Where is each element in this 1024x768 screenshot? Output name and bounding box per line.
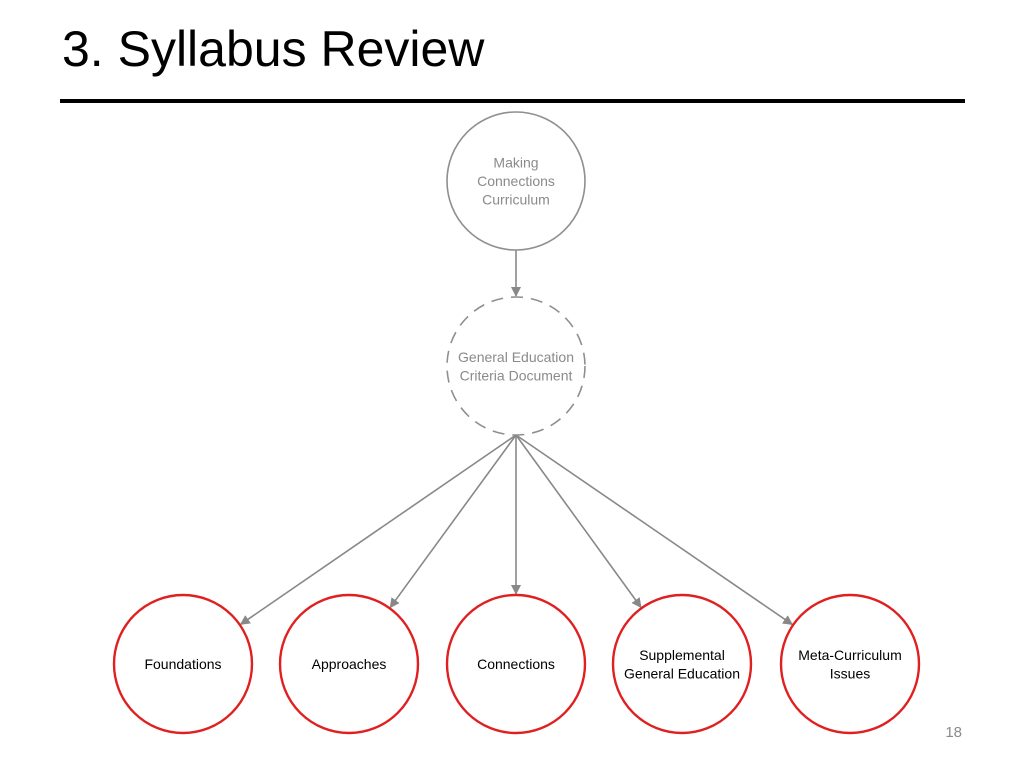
- leaf-node-label-line: Meta-Curriculum: [798, 647, 901, 663]
- leaf-node-circle: [779, 593, 921, 735]
- middle-node-label-line: Criteria Document: [460, 367, 573, 383]
- leaf-node-circle: [112, 593, 254, 735]
- connector-middle-to-leaf: [389, 434, 517, 609]
- connector-middle-to-leaf: [239, 434, 517, 625]
- root-node-label-line: Curriculum: [482, 192, 550, 208]
- leaf-node-label-line: Foundations: [144, 656, 221, 672]
- root-node-label-line: Connections: [477, 173, 555, 189]
- page-number: 18: [945, 724, 962, 741]
- slide-title: 3. Syllabus Review: [62, 21, 485, 77]
- leaf-node: Connections: [445, 593, 587, 735]
- leaf-node-circle: [611, 593, 753, 735]
- middle-node-circle: [446, 296, 586, 436]
- connector-middle-to-leaf: [515, 434, 794, 626]
- leaf-node-label-line: General Education: [624, 665, 740, 681]
- leaf-node-label-line: Connections: [477, 656, 555, 672]
- title-underline: [60, 99, 965, 103]
- leaf-node-label-line: Supplemental: [639, 647, 725, 663]
- connectors: [239, 250, 794, 626]
- leaf-node: Foundations: [112, 593, 254, 735]
- leaf-node-circle: [278, 593, 420, 735]
- leaf-node-label-line: Approaches: [312, 656, 387, 672]
- root-node-circle: [446, 111, 586, 251]
- leaf-node-label-line: Issues: [830, 665, 870, 681]
- leaf-node-circle: [445, 593, 587, 735]
- middle-node-label-line: General Education: [458, 349, 574, 365]
- leaf-node: Approaches: [278, 593, 420, 735]
- connector-middle-to-leaf: [515, 434, 642, 609]
- root-node-label-line: Making: [493, 155, 538, 171]
